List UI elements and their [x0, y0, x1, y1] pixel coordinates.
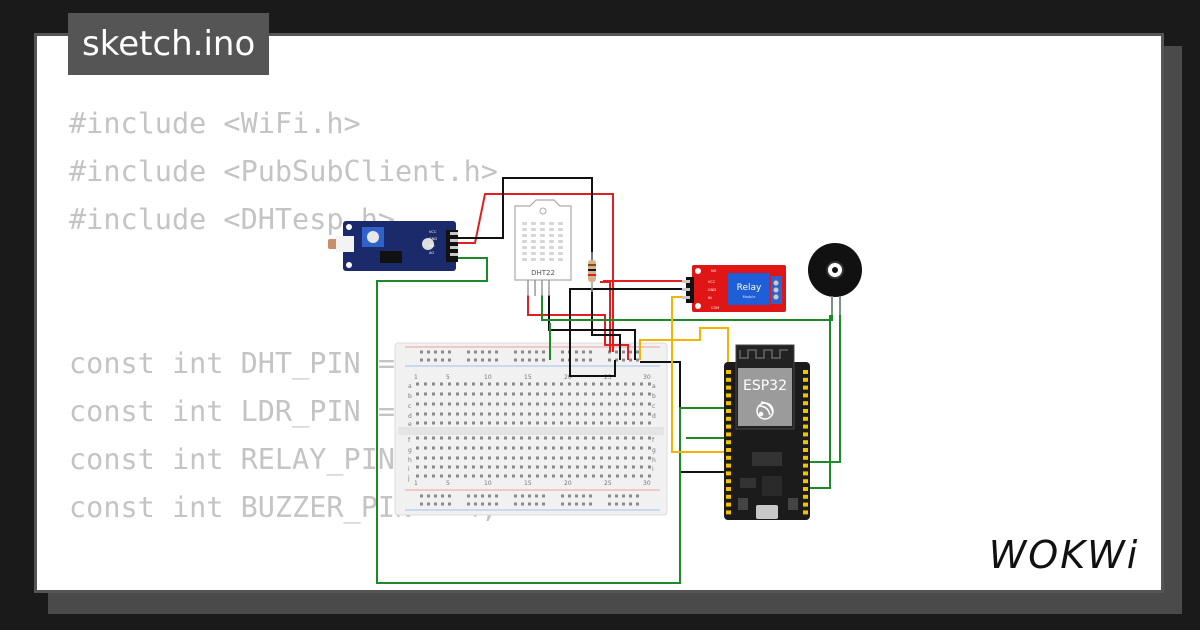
bb-col-label: 5	[446, 374, 450, 381]
bb-col-label: 15	[524, 480, 532, 487]
bb-col-label: 1	[414, 374, 418, 381]
buzzer[interactable]	[808, 243, 862, 315]
file-tab[interactable]: sketch.ino	[68, 13, 270, 75]
bb-col-label: 5	[446, 480, 450, 487]
relay-sublabel: Module	[743, 295, 756, 299]
ldr-pin-label: GND	[429, 237, 437, 241]
code-line: #include <PubSubClient.h>	[69, 155, 498, 188]
esp32-board[interactable]: ESP32	[724, 344, 810, 520]
dht22-sensor[interactable]: DHT22	[514, 199, 572, 296]
code-line: DHTesp dhtSensor;	[69, 580, 498, 590]
bb-row-label: c	[652, 403, 655, 410]
bb-col-label: 10	[484, 374, 492, 381]
bb-col-label: 25	[604, 480, 612, 487]
bb-col-label: 15	[524, 374, 532, 381]
relay-module[interactable]: VCC GND IN NO COM Relay Module	[682, 265, 786, 312]
code-line: const int RELAY_PIN = 2;	[69, 443, 481, 476]
bb-row-label: a	[408, 383, 412, 390]
espressif-logo-icon	[756, 401, 774, 420]
dht-grille	[522, 222, 563, 261]
wire-black[interactable]	[548, 295, 636, 360]
wire-black[interactable]	[458, 177, 593, 260]
esp32-label: ESP32	[743, 378, 787, 394]
bb-col-label: 30	[643, 480, 651, 487]
wire-yellow[interactable]	[639, 327, 729, 380]
wire-black[interactable]	[569, 288, 686, 377]
bb-row-label: i	[408, 466, 410, 473]
wire-black[interactable]	[591, 290, 621, 360]
relay-pin-label: IN	[708, 296, 712, 300]
bb-row-label: f	[652, 437, 655, 444]
ldr-pin-label: AO	[429, 251, 434, 255]
relay-pin-label: COM	[711, 306, 719, 310]
code-line: const int BUZZER_PIN = 4;	[69, 491, 498, 524]
bb-row-label: d	[408, 413, 412, 420]
bb-row-label: g	[652, 447, 656, 454]
bb-row-label: g	[408, 447, 412, 454]
code-line: #include <DHTesp.h>	[69, 203, 396, 236]
breadboard[interactable]: 1 5 10 15 20 25 30 1 5 10 15 20 25 30 a …	[394, 342, 668, 516]
ldr-module[interactable]: VCC GND DO AO	[328, 221, 458, 271]
wire-red[interactable]	[458, 193, 614, 352]
wire-green[interactable]	[376, 257, 728, 584]
wires	[376, 177, 841, 584]
esp32-pins	[726, 370, 808, 515]
bb-row-label: b	[652, 393, 656, 400]
bb-col-label: 25	[604, 374, 612, 381]
ldr-pin-label: DO	[429, 244, 435, 248]
code-line: #include <WiFi.h>	[69, 107, 361, 140]
bb-row-label: i	[652, 466, 654, 473]
relay-pin-label: NO	[711, 269, 717, 273]
resistor[interactable]	[588, 252, 596, 292]
wire-green[interactable]	[805, 315, 831, 489]
bb-col-label: 20	[564, 480, 572, 487]
bb-col-label: 1	[414, 480, 418, 487]
bb-row-label: e	[408, 421, 412, 428]
breadboard-holes	[416, 350, 651, 506]
bb-row-label: f	[408, 437, 411, 444]
ldr-pin-label: VCC	[429, 230, 437, 234]
photoresistor-icon	[328, 239, 338, 249]
bb-row-label: d	[652, 413, 656, 420]
relay-pin-label: GND	[708, 288, 716, 292]
bb-row-label: h	[408, 457, 412, 464]
bb-row-label: c	[408, 403, 411, 410]
wokwi-logo: WOKWi	[989, 533, 1140, 576]
bb-row-label: b	[408, 393, 412, 400]
preview-panel: #include <WiFi.h> #include <PubSubClient.…	[34, 33, 1164, 593]
relay-label: Relay	[737, 283, 762, 293]
dht-label: DHT22	[531, 269, 555, 277]
bb-col-label: 10	[484, 480, 492, 487]
bb-row-label: a	[652, 383, 656, 390]
bb-col-label: 30	[643, 374, 651, 381]
breadboard-labels: 1 5 10 15 20 25 30 1 5 10 15 20 25 30 a …	[407, 374, 656, 487]
bb-row-label: j	[407, 475, 410, 482]
bb-row-label: h	[652, 457, 656, 464]
wire-green[interactable]	[805, 295, 841, 463]
relay-pin-label: VCC	[708, 280, 716, 284]
wire-yellow[interactable]	[671, 296, 728, 453]
bb-col-label: 20	[564, 374, 572, 381]
wokwi-logo-text: WOKWi	[989, 533, 1140, 576]
